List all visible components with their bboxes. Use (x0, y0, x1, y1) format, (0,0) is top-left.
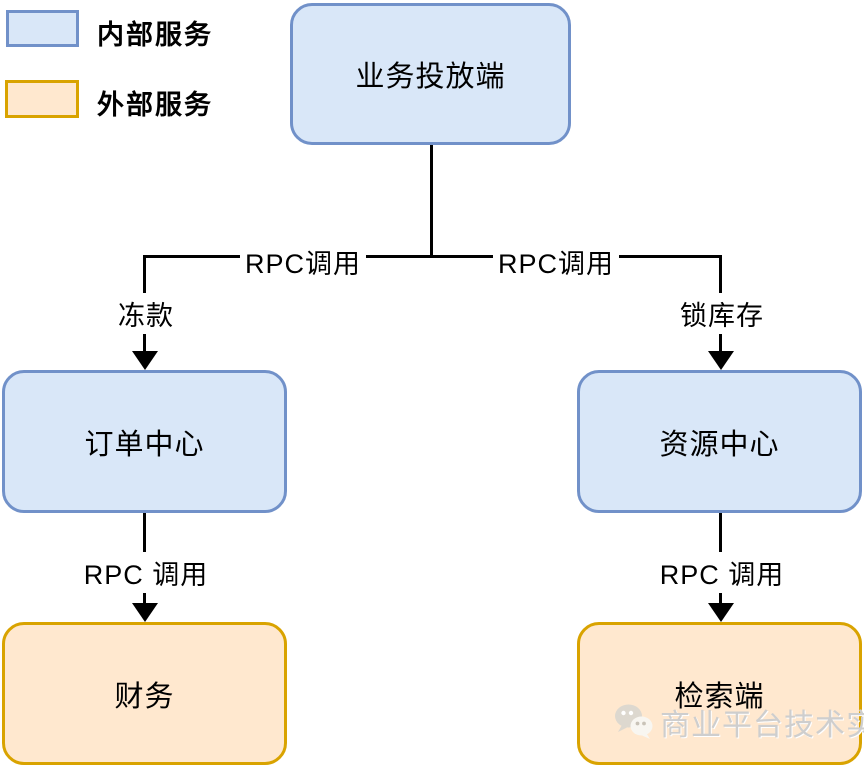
arrowhead-icon (708, 351, 734, 370)
connector-resource-retrieval-lower (719, 585, 722, 606)
legend-internal-swatch (6, 10, 79, 47)
arrowhead-icon (132, 351, 158, 370)
edge-label-rpc-top-right: RPC调用 (492, 241, 620, 282)
legend-external-label: 外部服务 (97, 90, 213, 120)
connector-right-drop-upper (719, 255, 722, 297)
edge-label-freeze-funds: 冻款 (113, 293, 179, 334)
edge-label-lock-inventory: 锁库存 (675, 293, 769, 334)
connector-order-finance-lower (143, 585, 146, 606)
edge-label-rpc-top-left: RPC调用 (239, 241, 367, 282)
node-order-center-label: 订单中心 (84, 428, 205, 461)
arrowhead-icon (708, 603, 734, 622)
node-business-launch: 业务投放端 (290, 3, 571, 145)
edge-label-rpc-bottom-right: RPC 调用 (654, 552, 790, 593)
watermark: 商业平台技术实践 (613, 700, 864, 744)
connector-left-drop-lower (143, 327, 146, 355)
connector-resource-retrieval-upper (719, 512, 722, 553)
node-finance: 财务 (2, 622, 287, 765)
node-finance-label: 财务 (114, 680, 175, 713)
wechat-icon (613, 701, 655, 743)
node-resource-center: 资源中心 (577, 370, 862, 513)
arrowhead-icon (132, 603, 158, 622)
connector-right-drop-lower (719, 327, 722, 355)
node-resource-center-label: 资源中心 (659, 428, 780, 461)
legend-external-swatch (5, 80, 79, 118)
connector-business-stem (430, 145, 433, 257)
legend-internal-label: 内部服务 (97, 20, 213, 50)
connector-order-finance-upper (143, 512, 146, 553)
node-retrieval-label: 检索端 (674, 680, 765, 713)
node-order-center: 订单中心 (2, 370, 287, 513)
node-retrieval: 检索端 (577, 622, 862, 765)
edge-label-rpc-bottom-left: RPC 调用 (78, 552, 214, 593)
connector-branch-horizontal (143, 255, 722, 258)
connector-left-drop-upper (143, 255, 146, 297)
node-business-launch-label: 业务投放端 (355, 61, 506, 93)
watermark-text: 商业平台技术实践 (660, 709, 864, 742)
